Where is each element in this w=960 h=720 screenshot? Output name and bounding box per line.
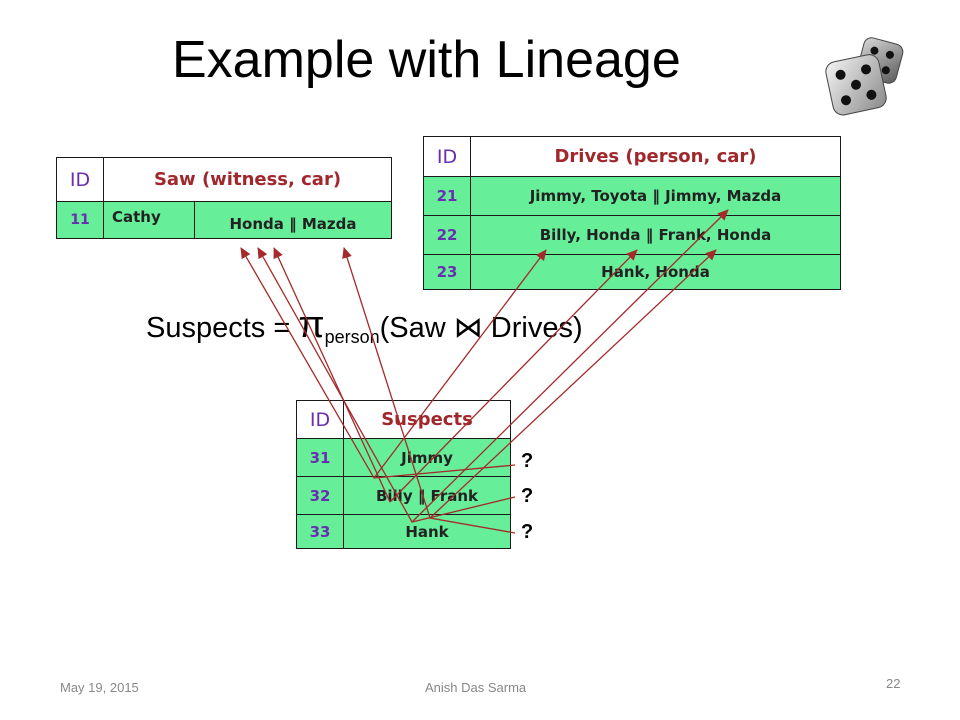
lineage-arrow bbox=[342, 247, 516, 534]
formula-lhs: Suspects = bbox=[146, 312, 299, 344]
lineage-arrow bbox=[389, 249, 638, 503]
dice-icon bbox=[825, 37, 904, 116]
drives-relation-header: Drives (person, car) bbox=[470, 136, 841, 177]
footer-date: May 19, 2015 bbox=[60, 680, 139, 695]
lineage-arrow bbox=[373, 249, 547, 479]
lineage-arrow bbox=[257, 247, 516, 523]
suspects-id-header: ID bbox=[296, 400, 344, 439]
saw-row-id: 11 bbox=[56, 201, 104, 239]
suspects-row-value: Hank bbox=[343, 514, 511, 549]
lineage-question-mark: ? bbox=[521, 485, 534, 507]
drives-row-id: 22 bbox=[423, 215, 471, 255]
lineage-arrow bbox=[411, 209, 729, 523]
lineage-question-mark: ? bbox=[521, 450, 534, 472]
suspects-formula: Suspects = πperson(Saw ⋈ Drives) bbox=[146, 304, 583, 348]
lineage-arrow bbox=[273, 247, 391, 503]
footer-author: Anish Das Sarma bbox=[425, 680, 527, 695]
drives-row-id: 23 bbox=[423, 254, 471, 290]
suspects-table: ID Suspects 31 Jimmy 32 Billy ‖ Frank 33… bbox=[296, 400, 511, 549]
lineage-arrow bbox=[429, 249, 717, 519]
formula-subscript: person bbox=[324, 327, 380, 347]
drives-row-value: Billy, Honda ‖ Frank, Honda bbox=[470, 215, 841, 255]
suspects-relation-header: Suspects bbox=[343, 400, 511, 439]
drives-row-value: Hank, Honda bbox=[470, 254, 841, 290]
saw-id-header: ID bbox=[56, 157, 104, 202]
suspects-row-value: Jimmy bbox=[343, 438, 511, 477]
drives-row-id: 21 bbox=[423, 176, 471, 216]
saw-row-witness: Cathy bbox=[103, 201, 195, 239]
drives-table: ID Drives (person, car) 21 Jimmy, Toyota… bbox=[423, 136, 841, 290]
lineage-arrow bbox=[240, 247, 516, 479]
slide-title: Example with Lineage bbox=[172, 31, 681, 89]
saw-row-car: Honda ‖ Mazda bbox=[194, 201, 392, 239]
suspects-row-id: 31 bbox=[296, 438, 344, 477]
suspects-row-id: 32 bbox=[296, 476, 344, 515]
saw-relation-header: Saw (witness, car) bbox=[103, 157, 392, 202]
drives-row-value: Jimmy, Toyota ‖ Jimmy, Mazda bbox=[470, 176, 841, 216]
drives-id-header: ID bbox=[423, 136, 471, 177]
page-number: 22 bbox=[886, 676, 901, 691]
lineage-question-mark: ? bbox=[521, 521, 534, 543]
formula-rest: (Saw ⋈ Drives) bbox=[379, 312, 583, 344]
saw-table: ID Saw (witness, car) 11 Cathy Honda ‖ M… bbox=[56, 157, 392, 239]
suspects-row-id: 33 bbox=[296, 514, 344, 549]
